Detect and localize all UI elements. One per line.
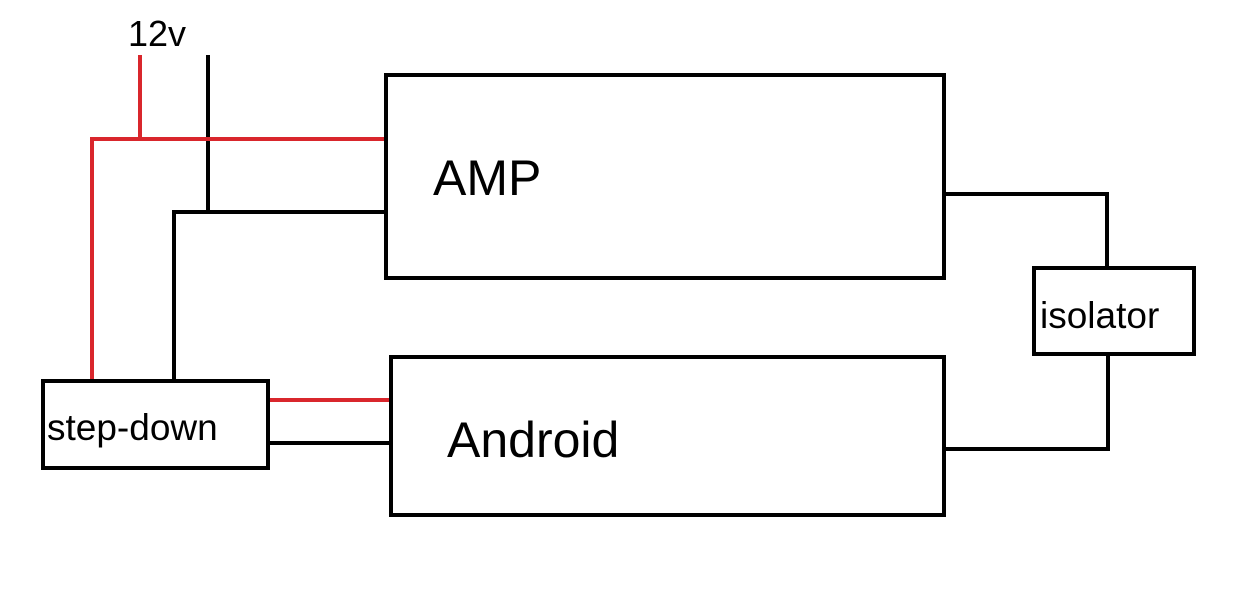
amp-to-isolator-wire xyxy=(942,192,1109,270)
android-label: Android xyxy=(447,412,619,468)
amp-label: AMP xyxy=(433,150,541,206)
isolator-to-android-wire xyxy=(942,352,1110,451)
supply-label: 12v xyxy=(128,13,186,54)
step-down-label: step-down xyxy=(47,407,218,448)
amp-block xyxy=(384,73,946,280)
android-block xyxy=(389,355,946,517)
isolator-block xyxy=(1032,266,1196,356)
step-down-block xyxy=(41,379,270,470)
isolator-label: isolator xyxy=(1040,295,1159,336)
